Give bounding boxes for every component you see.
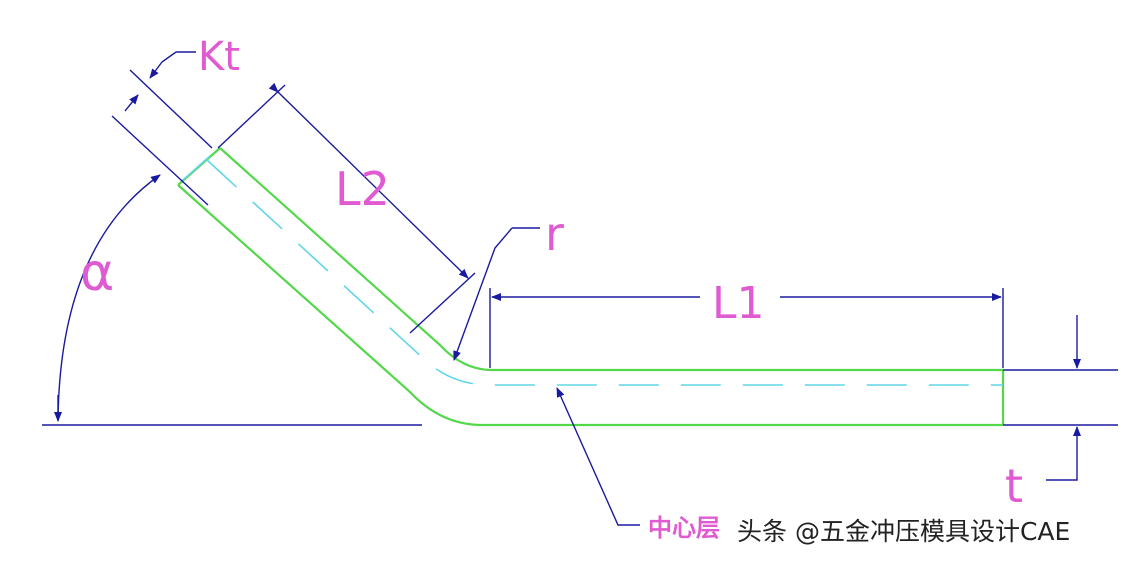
neutral-layer-line [206,159,1003,386]
label-l2: L2 [335,162,390,216]
watermark-text: 头条 @五金冲压模具设计CAE [737,517,1070,546]
kt-ext-inner [111,115,209,206]
kt-leader [161,51,177,63]
label-r: r [545,207,564,261]
kt-dim-line [149,61,163,79]
label-center-layer: 中心层 [648,514,720,542]
label-alpha: α [80,243,114,303]
center-layer-leader [556,387,640,526]
label-t: t [1005,459,1023,513]
kt-dim-line-2 [124,94,139,112]
t-arrow-bottom [1046,426,1081,481]
label-kt: Kt [198,34,240,80]
label-l1: L1 [712,278,765,329]
sheet-inner-outline [219,147,1003,372]
l2-ext-bottom [409,272,476,334]
r-leader [453,227,513,361]
alpha-arc [57,174,161,421]
sheet-outer-outline [177,184,1003,427]
l2-ext-top [217,84,286,149]
kt-ext-outer [129,69,213,149]
neutral-cap [182,155,211,181]
l2-dim-line [268,82,469,279]
